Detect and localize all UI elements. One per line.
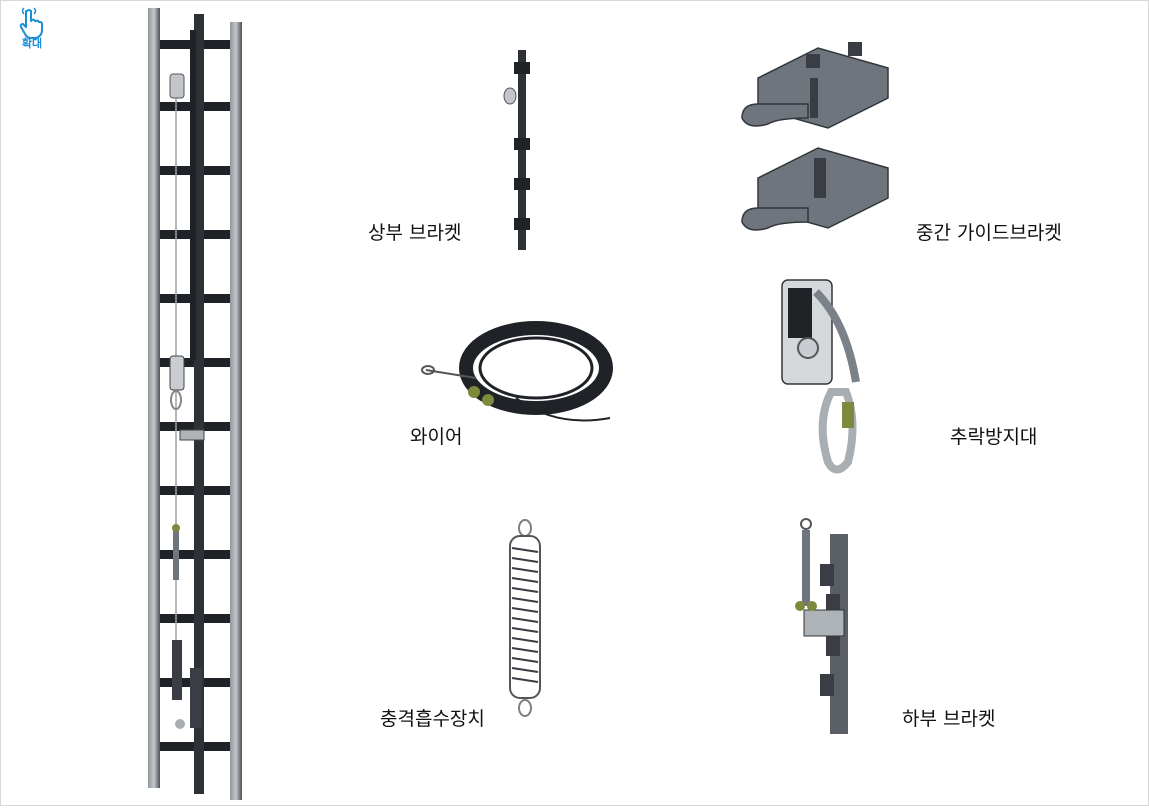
- shock-absorber-label: 충격흡수장치: [380, 708, 485, 730]
- hand-pointer-icon: [19, 7, 43, 39]
- bottom-bracket-label: 하부 브라켓: [902, 708, 996, 730]
- bottom-bracket-image: [786, 514, 866, 736]
- wire-coil-image: [416, 318, 616, 428]
- ladder-assembly-image: [130, 0, 270, 806]
- wire-label: 와이어: [410, 426, 463, 448]
- zoom-label: 확대: [21, 37, 43, 50]
- fall-arrester-label: 추락방지대: [950, 426, 1038, 448]
- shock-absorber-image: [500, 518, 550, 718]
- middle-guide-bracket-image: [738, 38, 898, 238]
- top-bracket-label: 상부 브라켓: [368, 222, 462, 244]
- middle-guide-bracket-label: 중간 가이드브라켓: [916, 222, 1062, 244]
- zoom-button[interactable]: 확대: [8, 7, 56, 62]
- top-bracket-image: [500, 48, 540, 253]
- fall-arrester-image: [776, 272, 886, 482]
